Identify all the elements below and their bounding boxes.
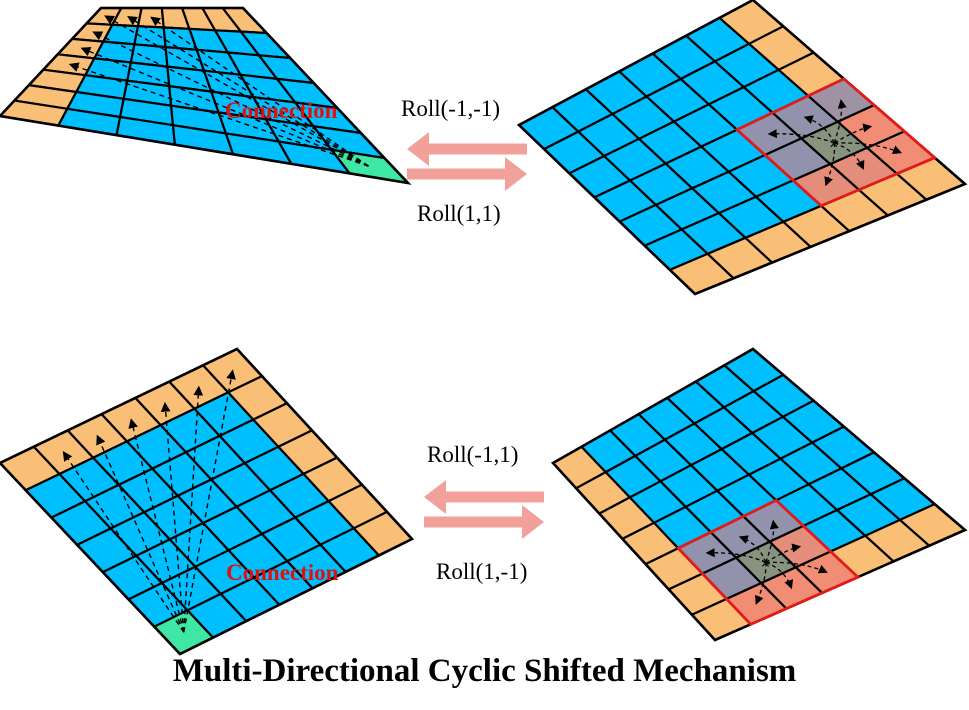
- roll-label-top-forward: Roll(-1,-1): [401, 96, 500, 121]
- connection-line: [92, 31, 369, 167]
- local-connection: [833, 142, 865, 171]
- roll-arrow-left: [407, 132, 527, 166]
- local-connection: [754, 562, 767, 605]
- connection-line: [150, 16, 369, 167]
- connection-line: [104, 15, 369, 167]
- local-connection: [833, 123, 873, 144]
- roll-arrow-left: [424, 480, 544, 514]
- grid-outline: [550, 347, 968, 642]
- local-connection: [834, 142, 903, 155]
- connection-lines: [62, 15, 369, 633]
- local-connection: [765, 561, 794, 590]
- roll-arrow-right: [424, 505, 544, 539]
- connection-line: [127, 16, 369, 167]
- roll-arrows: [407, 132, 544, 539]
- connection-line: [183, 385, 204, 633]
- local-connection: [803, 115, 835, 144]
- grid-outline: [516, 0, 968, 296]
- connection-line: [128, 418, 185, 633]
- connection-line: [68, 62, 369, 167]
- roll-label-bottom-forward: Roll(-1,1): [427, 442, 518, 467]
- roll-arrow-right: [407, 157, 527, 191]
- local-connection: [765, 561, 828, 574]
- shifted-window-border: [734, 77, 938, 208]
- connection-line: [80, 46, 369, 167]
- center-mark-icon: ×: [829, 136, 838, 153]
- roll-label-bottom-backward: Roll(1,-1): [436, 559, 527, 584]
- roll-label-top-backward: Roll(1,1): [417, 201, 501, 226]
- connection-line: [62, 451, 185, 633]
- shifted-window-border: [675, 498, 861, 626]
- grid-outline: [0, 347, 415, 656]
- local-connection: [765, 543, 802, 564]
- connection-label-top: Connection: [225, 98, 338, 123]
- center-mark-icon: ×: [761, 555, 770, 572]
- bottom-left-grid: [0, 347, 415, 656]
- shifted-cell: [136, 6, 165, 29]
- diagram-title: Multi-Directional Cyclic Shifted Mechani…: [172, 653, 797, 689]
- grid-outline: [0, 6, 412, 185]
- connection-label-bottom: Connection: [226, 560, 339, 585]
- connection-line: [160, 401, 185, 633]
- local-connection: [824, 142, 836, 187]
- local-connection: [767, 129, 835, 144]
- local-connection: [738, 535, 767, 563]
- top-left-grid: [0, 6, 412, 185]
- shifted-windows: ××: [675, 77, 938, 626]
- local-connection: [765, 519, 779, 563]
